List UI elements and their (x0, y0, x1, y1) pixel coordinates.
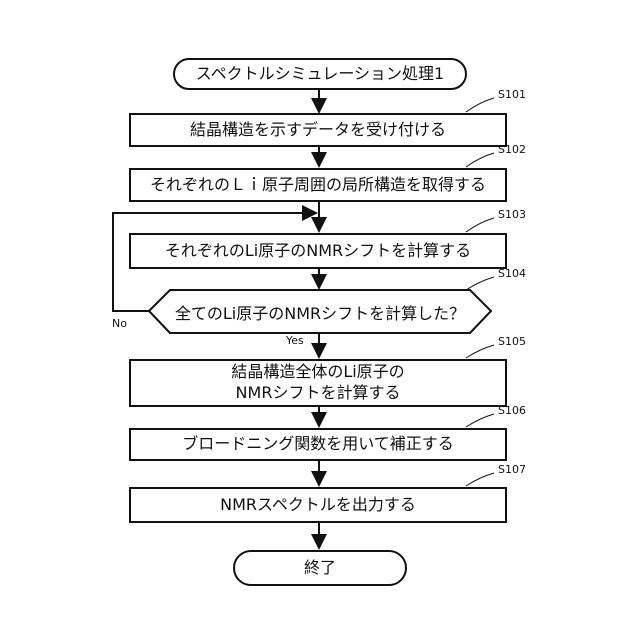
leader-s102 (466, 153, 494, 167)
process-s107: NMRスペクトルを出力する (129, 487, 507, 523)
process-s101: 結晶構造を示すデータを受け付ける (129, 113, 507, 147)
leader-s105 (466, 345, 494, 358)
start-terminal: スペクトルシミュレーション処理1 (173, 58, 467, 90)
process-s102: それぞれのＬｉ原子周囲の局所構造を取得する (129, 168, 507, 202)
process-s101-label: 結晶構造を示すデータを受け付ける (190, 120, 446, 141)
process-s105-label-line2: NMRシフトを計算する (236, 383, 401, 404)
process-s106-label: ブロードニング関数を用いて補正する (182, 434, 454, 455)
step-id-s105: S105 (498, 335, 526, 348)
process-s105: 結晶構造全体のLi原子の NMRシフトを計算する (129, 359, 507, 407)
leader-s101 (466, 98, 494, 112)
process-s105-label-line1: 結晶構造全体のLi原子の (231, 362, 404, 383)
leader-s107 (466, 473, 494, 486)
step-id-s107: S107 (498, 463, 526, 476)
leader-s106 (466, 414, 494, 427)
process-s107-label: NMRスペクトルを出力する (220, 495, 416, 516)
step-id-s104: S104 (498, 267, 526, 280)
decision-s104-label-box: 全てのLi原子のNMRシフトを計算した？ (160, 290, 480, 333)
process-s103: それぞれのLi原子のNMRシフトを計算する (129, 233, 507, 269)
process-s103-label: それぞれのLi原子のNMRシフトを計算する (165, 241, 471, 262)
process-s102-label: それぞれのＬｉ原子周囲の局所構造を取得する (150, 175, 486, 196)
end-label: 終了 (304, 558, 336, 579)
branch-no-label: No (112, 317, 127, 330)
branch-yes-label: Yes (286, 334, 304, 347)
end-terminal: 終了 (233, 550, 407, 586)
start-label: スペクトルシミュレーション処理1 (196, 64, 444, 85)
step-id-s101: S101 (498, 88, 526, 101)
step-id-s106: S106 (498, 404, 526, 417)
decision-s104-label: 全てのLi原子のNMRシフトを計算した？ (175, 300, 465, 324)
process-s106: ブロードニング関数を用いて補正する (129, 428, 507, 461)
step-id-s103: S103 (498, 208, 526, 221)
leader-s104 (466, 277, 494, 290)
leader-s103 (466, 218, 494, 232)
step-id-s102: S102 (498, 143, 526, 156)
